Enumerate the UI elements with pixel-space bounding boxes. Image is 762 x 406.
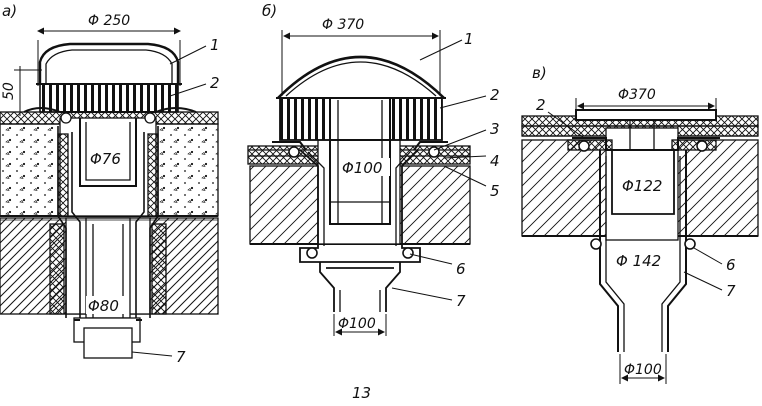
panel-b-callout-5: 5 [490, 182, 500, 200]
panel-a-cap [38, 42, 180, 84]
panel-b-leaders [391, 39, 487, 301]
panel-a-callout-2: 2 [210, 74, 220, 92]
panel-b-dome-cap [277, 55, 445, 99]
panel-a-dim-height [14, 66, 42, 116]
panel-b-label: б) [262, 2, 277, 20]
panel-b-dim-outlet [333, 314, 387, 336]
panel-c-leaders [547, 111, 723, 291]
panel-c-callout-6: 6 [726, 256, 736, 274]
panel-c-neck-diameter: Φ122 [622, 177, 662, 195]
panel-c-drawing [521, 109, 759, 352]
panel-c-callout-2: 2 [536, 96, 546, 114]
panel-a-callout-7: 7 [176, 348, 186, 366]
panel-c-body [599, 150, 687, 352]
panel-b-callout-6: 6 [456, 260, 466, 278]
panel-c-cover [575, 109, 717, 121]
panel-b-callout-3: 3 [490, 120, 500, 138]
panel-c-top-diameter: Φ370 [618, 87, 656, 103]
panel-b-callout-1: 1 [464, 30, 474, 48]
panel-c-body-diameter: Φ 142 [616, 252, 661, 270]
panel-a-neck-diameter: Φ76 [90, 150, 121, 168]
panel-b-outlet [319, 262, 401, 312]
panel-a-drawing [0, 42, 219, 359]
panel-a-callout-1: 1 [210, 36, 220, 54]
panel-b-callout-4: 4 [490, 152, 500, 170]
panel-b-neck-diameter: Φ100 [342, 159, 382, 177]
panel-b-funnel [299, 149, 421, 263]
panel-b-dim-top [281, 30, 441, 96]
panel-b-callout-7: 7 [456, 292, 466, 310]
panel-c-callout-7: 7 [726, 282, 736, 300]
panel-a-label: а) [2, 2, 17, 20]
panel-c-inner-cup [611, 150, 675, 215]
panel-a-leaders [131, 45, 207, 357]
panel-c-dim-top [575, 98, 717, 112]
panel-a-dim-top [37, 27, 181, 86]
panel-b-callout-2: 2 [490, 86, 500, 104]
panel-a-height-dim: 50 [1, 82, 17, 100]
panel-a-pipe-diameter: Φ80 [88, 297, 119, 315]
panel-b-outlet-diameter: Φ100 [338, 316, 376, 332]
panel-c-outlet-diameter: Φ100 [624, 362, 662, 378]
panel-c-label: в) [532, 64, 547, 82]
panel-b-top-diameter: Φ 370 [322, 17, 364, 33]
panel-c-dim-outlet [619, 354, 667, 384]
panel-a-grate-ribs [39, 83, 179, 113]
panel-a-neck [79, 118, 137, 187]
panel-a-top-diameter: Φ 250 [88, 13, 130, 29]
panel-b-drawing [247, 55, 471, 312]
figure-number: 13 [352, 384, 371, 402]
